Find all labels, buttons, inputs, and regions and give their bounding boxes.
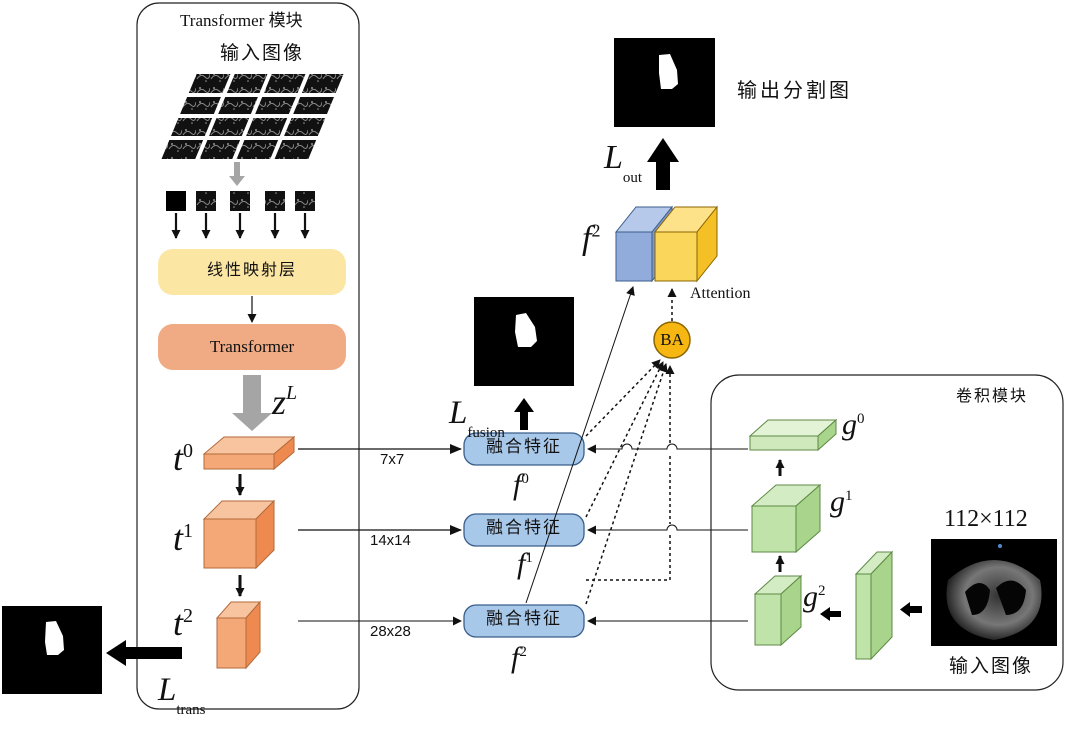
t1-label: t1 [173, 518, 194, 558]
scale-label-2: 28x28 [370, 623, 411, 640]
conv-to-fusion-arrows [587, 443, 748, 626]
ba-node [653, 321, 691, 359]
feature-g0-block [748, 418, 838, 452]
t0-label: t0 [173, 438, 194, 478]
linear-projection-block [158, 249, 346, 295]
transformer-block-label: Transformer [209, 337, 295, 356]
ba-label: BA [660, 330, 684, 349]
lfusion-label: Lfusion [449, 395, 505, 441]
patch-tokens [166, 191, 315, 211]
conv-layer-0 [854, 550, 894, 661]
patch-arrows [171, 213, 310, 239]
conv-input-image-label: 输入图像 [949, 655, 1034, 677]
conv-input-size-label: 112×112 [944, 506, 1028, 532]
lout-arrow [647, 138, 679, 190]
g0-label: g0 [842, 408, 865, 441]
token-t0-block [202, 435, 296, 471]
fusion-to-ba-dashed [585, 359, 675, 605]
conv-input-image [931, 539, 1057, 646]
attention-label: Attention [690, 285, 751, 302]
fusion-label-1: 融合特征 [486, 518, 562, 538]
fusion-output-mask [474, 297, 574, 386]
fusion-block-1 [463, 513, 585, 547]
fusion2-to-f2-line [525, 286, 635, 604]
ltrans-arrow [106, 640, 182, 666]
ltrans-label: Ltrans [158, 672, 206, 718]
conv-input-arrow [900, 602, 922, 617]
token-t2-block [215, 600, 262, 670]
fusion-label-0: 融合特征 [486, 437, 562, 457]
final-output-mask [614, 38, 715, 127]
fusion-label-2: 融合特征 [486, 609, 562, 629]
feature-g1-block [750, 483, 822, 554]
transformer-module-frame [136, 2, 360, 710]
attention-yellow-block [653, 205, 719, 283]
linear-projection-label: 线性映射层 [206, 260, 297, 279]
f0-label: f0 [513, 468, 529, 501]
lout-label: Lout [604, 139, 643, 186]
conv-module-title: 卷积模块 [956, 386, 1029, 405]
transformer-input-image-label: 输入图像 [220, 42, 305, 64]
t2-label: t2 [173, 603, 194, 643]
feature-g2-block [753, 574, 803, 647]
transformer-module-title: Transformer 模块 [180, 11, 303, 30]
patch-split-arrow [229, 162, 245, 186]
f2-output-label: f2 [582, 220, 601, 257]
conv-module-frame [710, 374, 1064, 691]
zl-label: zL [272, 382, 298, 422]
transformer-to-fusion-arrows [298, 444, 462, 626]
conv-to-g2-arrow [820, 607, 841, 621]
token-t1-block [202, 499, 276, 570]
scale-label-1: 14x14 [370, 532, 411, 549]
g2-label: g2 [803, 580, 826, 613]
scale-label-0: 7x7 [380, 451, 405, 468]
f1-label: f1 [517, 547, 533, 580]
transformer-output-mask [2, 606, 102, 694]
fusion-block-2 [463, 604, 585, 638]
output-segmentation-label: 输出分割图 [737, 78, 852, 102]
g1-label: g1 [830, 485, 853, 518]
zl-arrow [232, 375, 272, 431]
f2-fusion-label: f2 [511, 641, 527, 674]
transformer-block [158, 324, 346, 370]
fusion-block-0 [463, 432, 585, 466]
lfusion-arrow [514, 398, 534, 430]
input-patch-grid [158, 72, 347, 161]
